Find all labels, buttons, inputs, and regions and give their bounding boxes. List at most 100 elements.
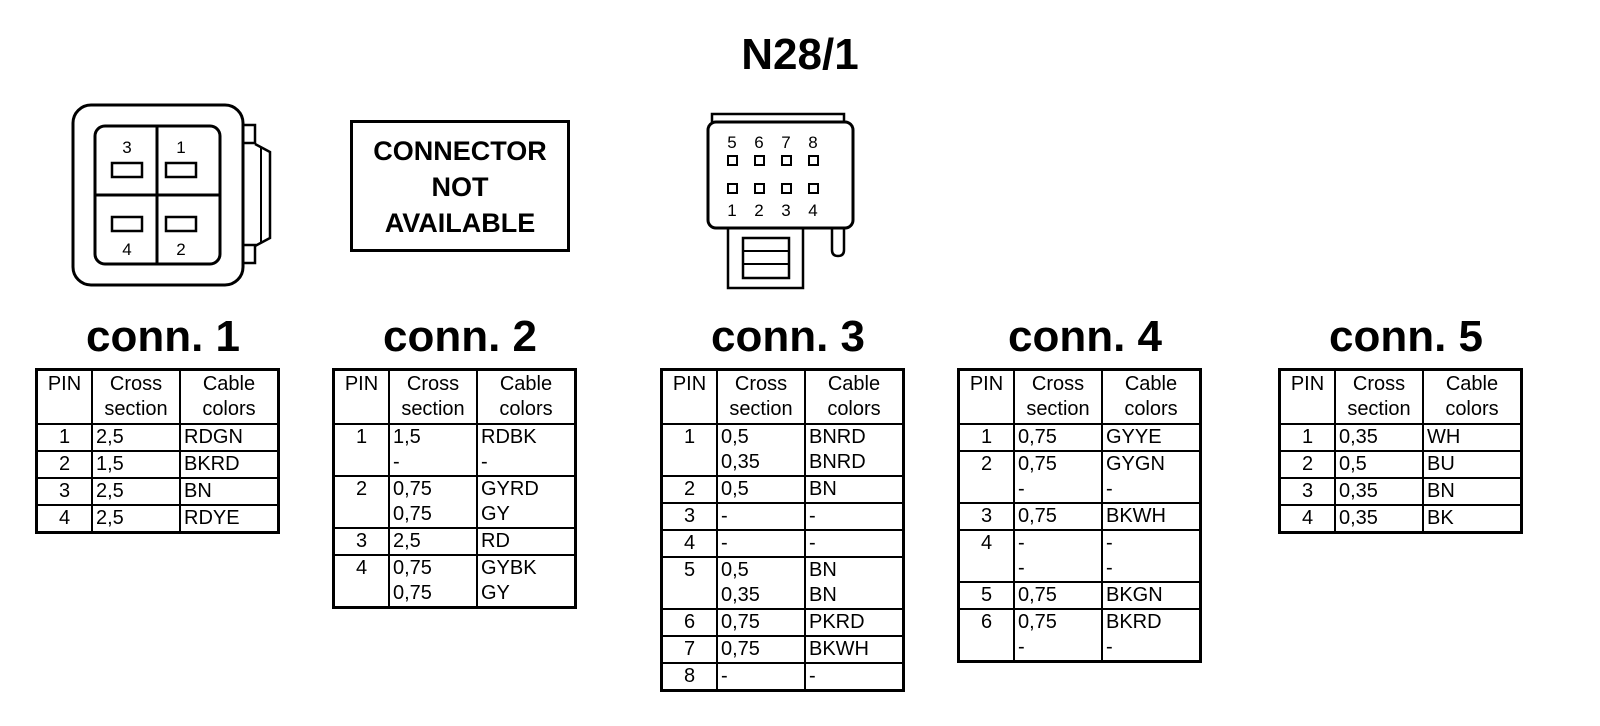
- cable-color-cell: RDBK-: [476, 423, 577, 477]
- pin-number: 4: [1278, 504, 1336, 534]
- cross-section-cell: 0,5: [1334, 450, 1424, 479]
- conn4-title: conn. 4: [1007, 312, 1163, 361]
- cross-section-cell: -: [716, 662, 806, 692]
- pin-number: 1: [957, 423, 1015, 452]
- cross-section-cell: 2,5: [91, 477, 181, 506]
- cable-color-cell: BN: [179, 477, 280, 506]
- cable-color-value: BU: [1427, 453, 1455, 475]
- cross-section-value: -: [1018, 636, 1025, 658]
- cable-color-cell: BN: [804, 475, 905, 504]
- cross-section-cell: 1,5: [91, 450, 181, 479]
- cable-color-value: -: [1106, 636, 1113, 658]
- cross-section-value: 0,35: [721, 451, 760, 473]
- table-row: 3--: [660, 502, 905, 531]
- table-row: 4----: [957, 529, 1202, 583]
- cross-section-value: 0,35: [1339, 426, 1378, 448]
- cross-section-value: 0,75: [393, 503, 432, 525]
- cable-color-value: BN: [809, 559, 837, 581]
- conn1-pin-label: 2: [176, 240, 185, 259]
- pin-number: 6: [957, 608, 1015, 663]
- cross-section-cell: 0,75: [1013, 502, 1103, 531]
- cross-section-value: 0,75: [721, 611, 760, 633]
- cross-section-value: 2,5: [96, 426, 124, 448]
- cable-color-cell: GYGN-: [1101, 450, 1202, 504]
- cable-color-value: GY: [481, 503, 510, 525]
- cable-color-value: BNRD: [809, 451, 866, 473]
- cable-color-cell: BKGN: [1101, 581, 1202, 610]
- cable-color-cell: -: [804, 529, 905, 558]
- cable-color-cell: BKRD: [179, 450, 280, 479]
- cable-color-value: BNRD: [809, 426, 866, 448]
- cross-section-cell: 2,5: [91, 423, 181, 452]
- cable-color-cell: -: [804, 662, 905, 692]
- not-available-line: NOT: [432, 172, 490, 202]
- pin-number: 2: [957, 450, 1015, 504]
- pin-number: 2: [1278, 450, 1336, 479]
- cable-color-value: BKGN: [1106, 584, 1163, 606]
- cable-color-value: WH: [1427, 426, 1461, 448]
- cable-color-cell: BKWH: [1101, 502, 1202, 531]
- cable-color-cell: PKRD: [804, 608, 905, 637]
- cable-color-value: BN: [1427, 480, 1455, 502]
- cross-section-value: 0,35: [721, 584, 760, 606]
- conn1-pin-label: 3: [122, 138, 131, 157]
- conn1-title: conn. 1: [85, 312, 241, 361]
- cable-color-value: RD: [481, 530, 510, 552]
- pin-header: PIN: [332, 368, 390, 425]
- cross-section-value: -: [393, 451, 400, 473]
- cross-section-value: -: [1018, 532, 1025, 554]
- cross-section-value: 0,75: [1018, 505, 1057, 527]
- page-title: N28/1: [741, 30, 859, 79]
- cross-section-value: 0,75: [1018, 584, 1057, 606]
- conn1-pin-label: 1: [176, 138, 185, 157]
- connector-not-available-box: CONNECTOR NOT AVAILABLE: [350, 120, 570, 252]
- pin-number: 3: [1278, 477, 1336, 506]
- cable-color-value: GYBK: [481, 557, 537, 579]
- pin-number: 2: [332, 475, 390, 529]
- pin-number: 5: [957, 581, 1015, 610]
- pin-number: 1: [35, 423, 93, 452]
- cross-section-value: -: [721, 665, 728, 687]
- conn1-pin-label: 4: [122, 240, 131, 259]
- cross-section-cell: 0,35: [1334, 504, 1424, 534]
- pin-number: 1: [332, 423, 390, 477]
- cross-section-cell: -: [716, 529, 806, 558]
- cross-section-value: 0,75: [393, 582, 432, 604]
- cable-color-cell: --: [1101, 529, 1202, 583]
- conn3-pin-label: 1: [727, 201, 736, 220]
- pin-number: 4: [957, 529, 1015, 583]
- cross-section-value: 2,5: [96, 507, 124, 529]
- cross-section-cell: 0,75: [1013, 581, 1103, 610]
- cross-section-value: 1,5: [96, 453, 124, 475]
- cable-color-value: BKRD: [1106, 611, 1162, 633]
- cross-section-cell: 0,75: [716, 608, 806, 637]
- cable-color-value: BN: [809, 478, 837, 500]
- cable-color-value: BKRD: [184, 453, 240, 475]
- pin-number: 4: [332, 554, 390, 609]
